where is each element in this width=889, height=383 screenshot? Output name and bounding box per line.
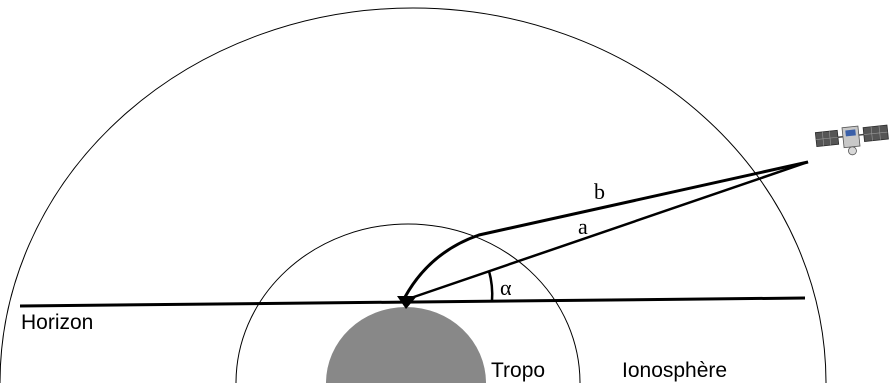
path-direct-line [404,160,809,302]
ionosphere-label: Ionosphère [622,359,727,382]
ionosphere-boundary [0,7,827,383]
horizon-label: Horizon [21,311,93,334]
elevation-angle-arc [487,270,494,302]
elevation-angle-label: α [500,275,512,300]
satellite-icon [814,124,889,156]
horizon-line [19,296,806,308]
troposphere-label: Tropo [491,359,545,382]
path-bent-label: b [594,179,605,204]
receiver-arrow-icon [397,296,417,309]
path-bent-line [403,160,809,298]
troposphere-boundary [235,223,581,383]
path-direct-label: a [578,214,588,239]
earth [326,307,486,383]
